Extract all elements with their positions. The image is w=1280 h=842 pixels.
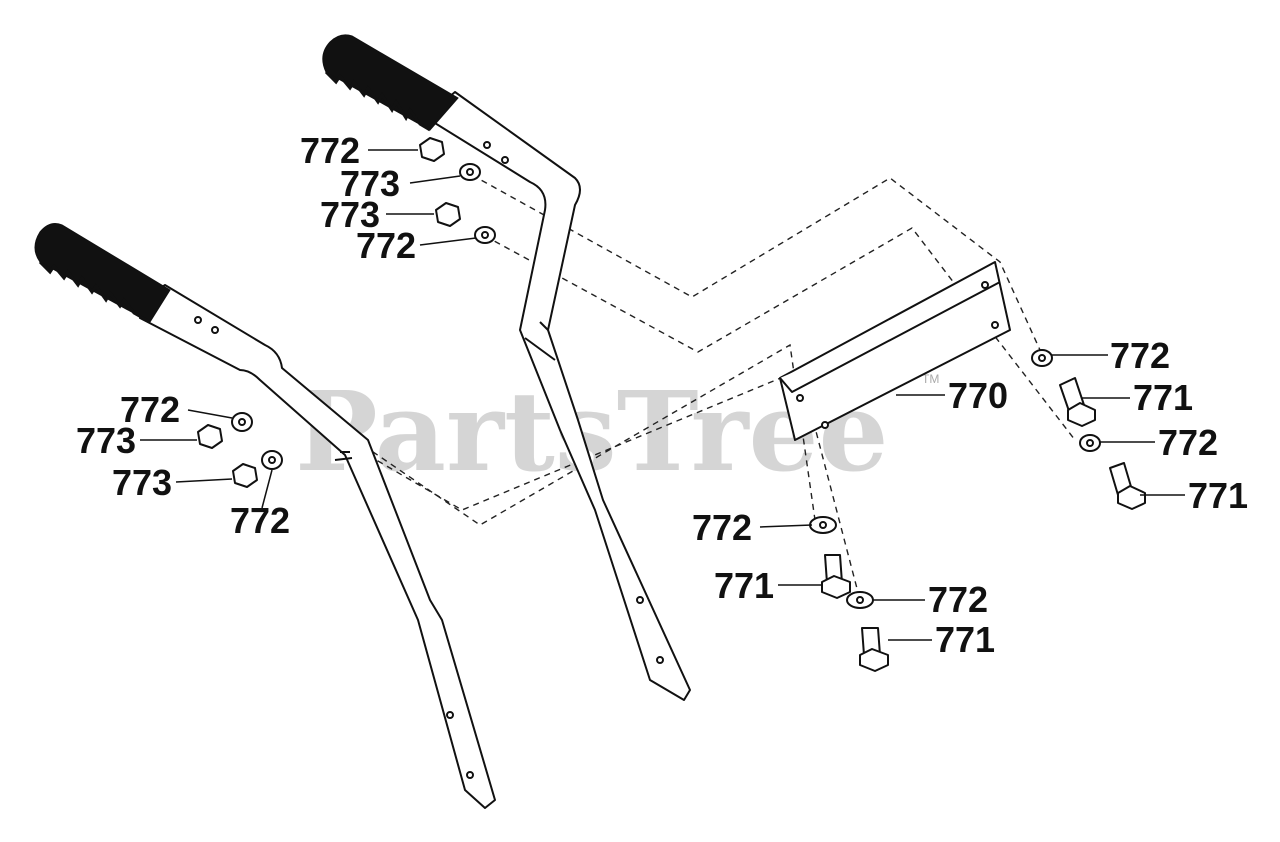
leader-lines bbox=[140, 149, 1185, 641]
right-hardware bbox=[1031, 349, 1146, 510]
watermark-tm: TM bbox=[922, 372, 939, 386]
lower-handle bbox=[34, 223, 496, 809]
callout-771: 771 bbox=[935, 619, 995, 660]
callout-772: 772 bbox=[300, 130, 360, 171]
callout-772: 772 bbox=[1158, 422, 1218, 463]
upper-hardware bbox=[419, 137, 496, 244]
callout-772: 772 bbox=[230, 500, 290, 541]
callout-772: 772 bbox=[356, 225, 416, 266]
callout-772: 772 bbox=[120, 389, 180, 430]
callout-773: 773 bbox=[340, 163, 400, 204]
hex-nut-icon bbox=[197, 424, 223, 449]
callout-773: 773 bbox=[320, 194, 380, 235]
upper-handle bbox=[322, 34, 691, 701]
lower-grip bbox=[34, 223, 171, 324]
bracket-plate bbox=[779, 261, 1011, 441]
callout-770: 770 bbox=[948, 375, 1008, 416]
callout-771: 771 bbox=[714, 565, 774, 606]
callout-771: 771 bbox=[1133, 377, 1193, 418]
callout-771: 771 bbox=[1188, 475, 1248, 516]
bottom-hardware bbox=[809, 516, 889, 672]
callout-772: 772 bbox=[928, 579, 988, 620]
callout-labels: 772 773 773 772 772 773 773 772 770 772 … bbox=[76, 130, 1248, 660]
upper-grip bbox=[322, 34, 459, 132]
hex-nut-icon bbox=[419, 137, 445, 162]
hex-nut-icon bbox=[232, 463, 258, 488]
callout-773: 773 bbox=[76, 420, 136, 461]
callout-772: 772 bbox=[1110, 335, 1170, 376]
callout-772: 772 bbox=[692, 507, 752, 548]
lower-hardware bbox=[197, 412, 283, 488]
hex-nut-icon bbox=[435, 202, 461, 227]
callout-773: 773 bbox=[112, 462, 172, 503]
